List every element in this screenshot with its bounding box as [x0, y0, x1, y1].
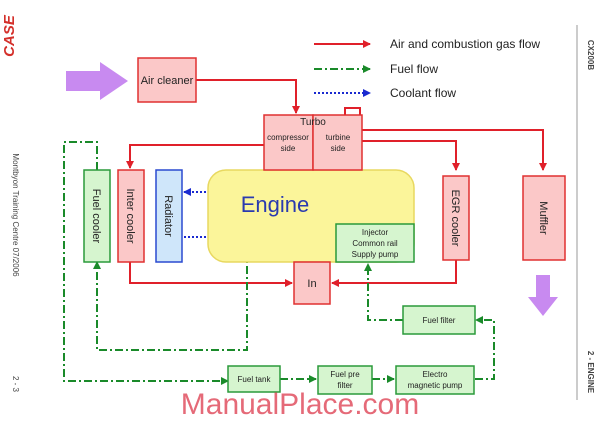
compressor-side-label-1: compressor — [267, 133, 309, 142]
common-rail-label: Common rail — [352, 239, 398, 248]
radiator-box: Radiator — [155, 169, 183, 263]
case-logo: CASE — [1, 14, 18, 57]
page-number: 2 - 3 — [11, 376, 20, 393]
case-logo-text: CASE — [1, 14, 18, 57]
fuel-line-filter-to-supply — [364, 263, 403, 321]
fuel-pre-filter-label-2: filter — [337, 381, 352, 390]
electro-pump-label-2: magnetic pump — [408, 381, 463, 390]
fuel-tank-box: Fuel tank — [227, 365, 281, 393]
compressor-side-label-2: side — [281, 144, 296, 153]
air-cleaner-label: Air cleaner — [141, 75, 194, 87]
fuel-filter-box: Fuel filter — [402, 305, 476, 335]
section-label: 2 - ENGINE — [586, 351, 595, 394]
fuel-cooler-label: Fuel cooler — [90, 189, 102, 244]
air-line-turbine-to-muffler — [344, 107, 547, 171]
turbine-side-label-2: side — [331, 144, 346, 153]
air-line-cleaner-to-turbo — [196, 79, 300, 114]
legend-air-label: Air and combustion gas flow — [390, 37, 540, 51]
fuel-line-outer-return — [63, 141, 229, 385]
fuel-line-pump-to-filter — [475, 316, 495, 380]
legend-fuel-label: Fuel flow — [390, 62, 438, 76]
air-line-intercooler-to-intake — [129, 260, 293, 287]
legend-coolant-label: Coolant flow — [390, 86, 456, 100]
fuel-tank-label: Fuel tank — [238, 375, 272, 384]
intake-label: In — [307, 278, 316, 290]
legend: Air and combustion gas flow Fuel flow Co… — [314, 37, 540, 100]
air-intake-arrow — [66, 62, 128, 100]
electro-pump-box: Electro magnetic pump — [395, 365, 475, 395]
turbine-side-label-1: turbine — [326, 133, 351, 142]
turbo-label: Turbo — [300, 117, 326, 128]
inter-cooler-box: Inter cooler — [117, 169, 145, 263]
egr-cooler-label: EGR cooler — [449, 190, 461, 247]
injector-box: Injector Common rail Supply pump — [335, 223, 415, 263]
fuel-cooler-box: Fuel cooler — [83, 169, 111, 263]
model-label: CX200B — [586, 40, 595, 70]
electro-pump-label-1: Electro — [423, 370, 448, 379]
intake-box: In — [293, 261, 331, 305]
air-cleaner-box: Air cleaner — [137, 57, 197, 103]
air-line-egr-to-intake — [331, 260, 457, 287]
muffler-label: Muffler — [537, 201, 549, 235]
egr-cooler-box: EGR cooler — [442, 175, 470, 261]
injector-label: Injector — [362, 228, 389, 237]
muffler-box: Muffler — [522, 175, 566, 261]
exhaust-outlet-arrow — [528, 275, 558, 316]
fuel-pre-filter-box: Fuel pre filter — [317, 365, 373, 395]
fuel-pre-filter-label-1: Fuel pre — [330, 370, 360, 379]
training-centre-text: Montbyon Training Centre 07/2006 — [11, 153, 20, 277]
radiator-label: Radiator — [162, 195, 174, 237]
supply-pump-label: Supply pump — [352, 250, 399, 259]
engine-label: Engine — [241, 192, 310, 217]
watermark: ManualPlace.com — [181, 388, 419, 421]
turbo-unit: Turbo compressor side turbine side — [263, 114, 363, 171]
air-line-compressor-to-intercooler — [126, 144, 264, 169]
fuel-filter-label: Fuel filter — [423, 316, 456, 325]
air-line-turbine-to-egr — [362, 140, 460, 171]
inter-cooler-label: Inter cooler — [124, 188, 136, 243]
